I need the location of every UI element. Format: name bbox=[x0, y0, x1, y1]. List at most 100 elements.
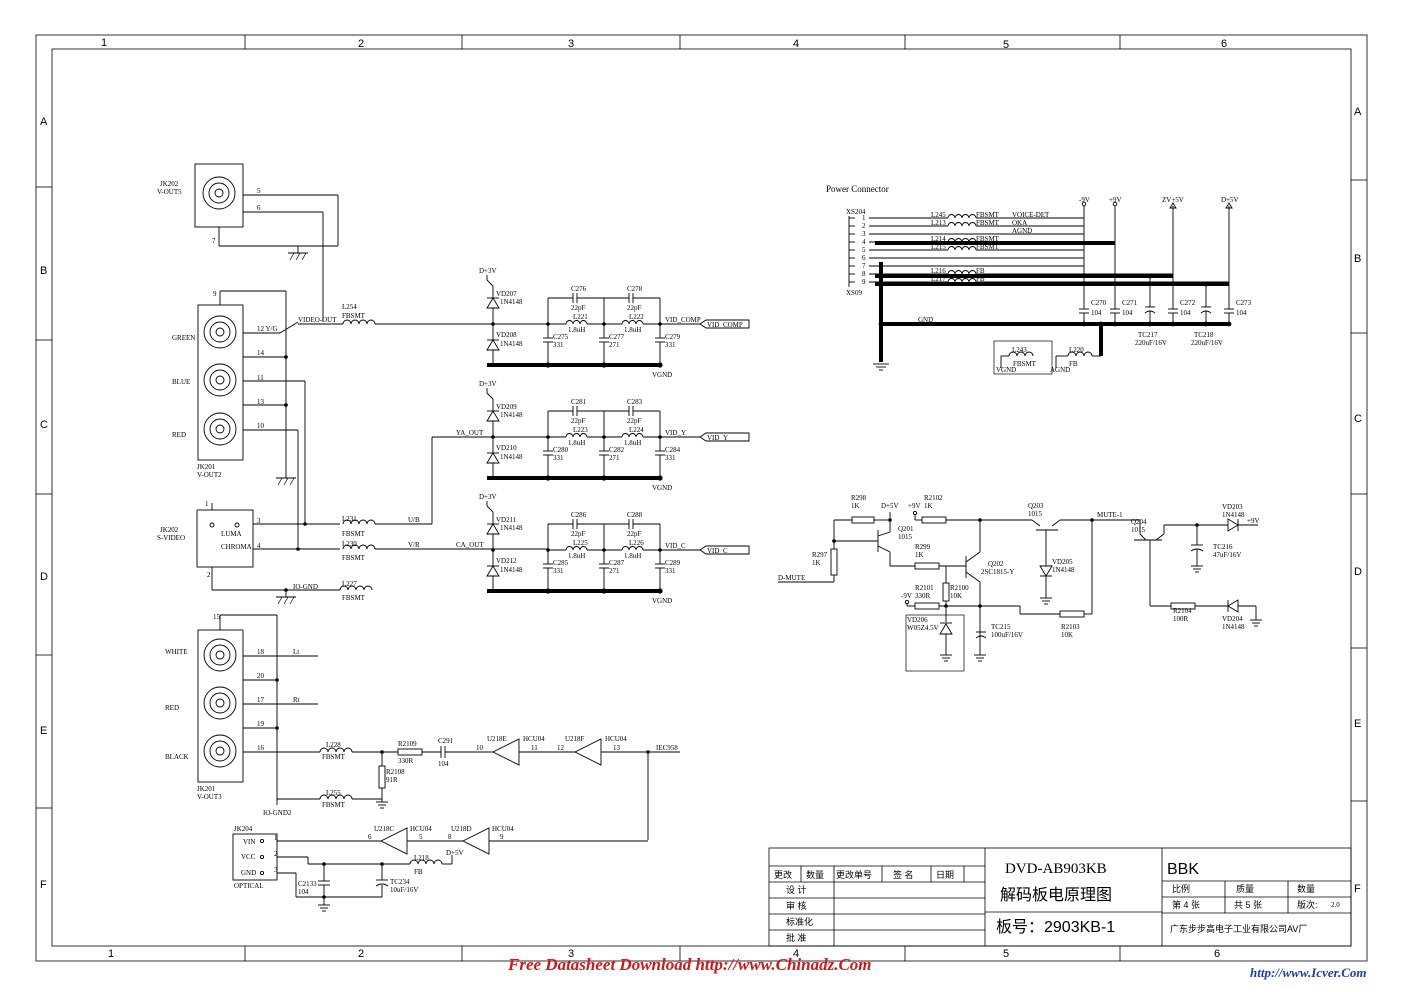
ref-label: L223 bbox=[573, 426, 588, 434]
value-label: FBSMT bbox=[976, 219, 1000, 227]
ref-label: TC218 bbox=[1194, 331, 1214, 339]
sheet-total: 共 5 张 bbox=[1234, 900, 1262, 910]
ref-label: L227 bbox=[342, 580, 357, 588]
ref-label: C288 bbox=[627, 511, 643, 519]
row-label: F bbox=[1354, 883, 1361, 895]
col-label: 4 bbox=[793, 948, 799, 960]
value-label: 10uF/16V bbox=[390, 886, 418, 894]
ref-label: TC234 bbox=[390, 878, 410, 886]
section-title: Power Connector bbox=[826, 184, 889, 194]
net-label: IO-GND2 bbox=[263, 809, 292, 817]
value-label: 331 bbox=[665, 341, 676, 349]
value-label: FBSMT bbox=[342, 594, 366, 602]
footer-link-left[interactable]: Free Datasheet Download http://www.China… bbox=[508, 955, 872, 974]
pin-label: 1 bbox=[274, 834, 278, 842]
ref-label: C279 bbox=[665, 333, 681, 341]
value-label: 104 bbox=[1122, 309, 1133, 317]
role-cell: 标准化 bbox=[786, 916, 813, 927]
ref-label: L217 bbox=[931, 275, 946, 283]
footer-link-right[interactable]: http://www.Icver.Com bbox=[1250, 965, 1367, 980]
value-label: 100uF/16V bbox=[991, 631, 1023, 639]
net-label: Lt bbox=[293, 648, 299, 656]
pin-label: 20 bbox=[257, 672, 265, 680]
value-label: 330R bbox=[915, 592, 931, 600]
pin-label: 9 bbox=[862, 278, 866, 286]
ref-label: R2104 bbox=[1173, 607, 1192, 615]
ref-label: Q204 bbox=[1131, 518, 1147, 526]
jack-label: LUMA bbox=[221, 530, 242, 538]
value-label: 271 bbox=[609, 567, 620, 575]
title-block: 更改 数量 更改单号 签 名 日期 设 计 审 核 标准化 批 准 DVD-AB… bbox=[768, 847, 1352, 947]
ref-label: L218 bbox=[414, 854, 429, 862]
net-label: D+5V bbox=[446, 849, 464, 857]
pin-label: 10 bbox=[476, 744, 484, 752]
jack-label: GREEN bbox=[172, 334, 195, 342]
row-label: B bbox=[1354, 253, 1361, 265]
model-title: DVD-AB903KB bbox=[1005, 861, 1107, 877]
value-label: 271 bbox=[609, 341, 620, 349]
drawing-frame: 1 2 3 4 5 6 1 2 3 4 5 6 A B C D E F A B … bbox=[35, 34, 1368, 962]
ref-label: U218D bbox=[451, 825, 472, 833]
value-label: 104 bbox=[298, 888, 309, 896]
value-label: 1N4148 bbox=[500, 453, 523, 461]
ref-label: C272 bbox=[1180, 299, 1196, 307]
rail-label: +9V bbox=[1109, 196, 1122, 204]
col-label: 1 bbox=[108, 948, 114, 960]
net-label: VGND bbox=[652, 371, 672, 379]
ref-label: L231 bbox=[342, 515, 357, 523]
header-cell: 日期 bbox=[936, 870, 954, 880]
net-label: VGND bbox=[652, 484, 672, 492]
col-label: 4 bbox=[793, 38, 799, 50]
mute-circuit: D-MUTE R297 1K R298 1K D+5V Q201 1015 R2… bbox=[778, 494, 1262, 672]
ref-label: C282 bbox=[609, 446, 625, 454]
pin-label: VIN bbox=[243, 838, 255, 846]
header-cell: 签 名 bbox=[893, 869, 914, 880]
value-label: 1.8uH bbox=[624, 552, 641, 560]
jack-label: WHITE bbox=[165, 648, 188, 656]
ref-label: L255 bbox=[326, 789, 341, 797]
ref-label: XS204 bbox=[846, 208, 866, 216]
ref-label: L222 bbox=[629, 313, 644, 321]
value-label: 22pF bbox=[627, 530, 642, 538]
value-label: 100R bbox=[1173, 615, 1189, 623]
value-label: FBSMT bbox=[1013, 360, 1037, 368]
rail-label: -9V bbox=[1079, 196, 1090, 204]
video-out-line: L254 FBSMT VIDEO-OUT bbox=[298, 303, 548, 325]
value-label: 22pF bbox=[571, 304, 586, 312]
net-label: IEC958 bbox=[656, 744, 678, 752]
ref-label: L220 bbox=[1069, 346, 1084, 354]
value-label: 1K bbox=[924, 502, 933, 510]
ref-label: C273 bbox=[1236, 299, 1252, 307]
jack-jk201-vout2: GREEN BLUE RED JK201 V-OUT2 12 Y/G 14 11… bbox=[172, 290, 306, 547]
ref-label: C281 bbox=[571, 398, 587, 406]
value-label: HCU04 bbox=[410, 825, 432, 833]
ref-label: Q202 bbox=[988, 560, 1004, 568]
ref-label: C277 bbox=[609, 333, 625, 341]
net-label: VGND bbox=[652, 597, 672, 605]
board-number: 板号：2903KB-1 bbox=[996, 918, 1115, 936]
ref-label: L224 bbox=[629, 426, 644, 434]
col-label: 6 bbox=[1221, 38, 1227, 50]
pin-label: 9 bbox=[500, 833, 504, 841]
value-label: 1.8uH bbox=[568, 326, 585, 334]
header-cell: 数量 bbox=[806, 869, 824, 880]
pin-label: 18 bbox=[257, 648, 265, 656]
net-label: OKA bbox=[1012, 219, 1027, 227]
ref-label: L214 bbox=[931, 235, 946, 243]
version-value: 2.0 bbox=[1331, 901, 1340, 909]
ref-label: L228 bbox=[326, 741, 341, 749]
ref-label: R2108 bbox=[386, 768, 405, 776]
pin-label: 19 bbox=[257, 720, 265, 728]
pin-label: 13 bbox=[613, 744, 621, 752]
value-label: 104 bbox=[1236, 309, 1247, 317]
sheet-number: 第 4 张 bbox=[1172, 899, 1200, 910]
value-label: FB bbox=[1069, 360, 1078, 368]
net-label: D+5V bbox=[881, 502, 899, 510]
value-label: 10K bbox=[950, 592, 962, 600]
ref-label: R298 bbox=[851, 494, 867, 502]
pin-label: 12 bbox=[557, 744, 565, 752]
jack-label: RED bbox=[165, 704, 179, 712]
